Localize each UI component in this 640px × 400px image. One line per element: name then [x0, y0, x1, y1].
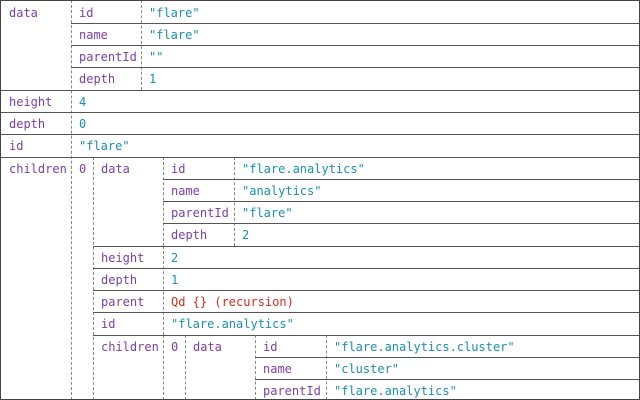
key-parentId[interactable]: parentId: [263, 384, 321, 398]
key-parentId[interactable]: parentId: [79, 50, 137, 64]
key-name[interactable]: name: [171, 184, 200, 198]
key-name[interactable]: name: [263, 362, 292, 376]
key-id[interactable]: id: [171, 162, 186, 176]
value-id: "flare": [79, 139, 130, 153]
value-parent-recursion[interactable]: Qd {} (recursion): [171, 295, 294, 309]
row-divider: [71, 67, 640, 68]
value-depth: 1: [149, 72, 157, 86]
row-divider: [0, 112, 640, 113]
value-height: 4: [79, 95, 87, 109]
key-data[interactable]: data: [101, 162, 130, 176]
array-index[interactable]: 0: [79, 162, 87, 176]
key-name[interactable]: name: [79, 28, 108, 42]
key-parentId[interactable]: parentId: [171, 206, 229, 220]
value-id: "flare.analytics": [171, 317, 294, 331]
row-divider: [255, 357, 640, 358]
key-parent[interactable]: parent: [101, 295, 145, 309]
key-id[interactable]: id: [101, 317, 116, 331]
array-index[interactable]: 0: [171, 340, 179, 354]
value-id: "flare.analytics.cluster": [334, 340, 515, 354]
value-parentId: "flare": [242, 206, 293, 220]
value-parentId: "": [149, 50, 164, 64]
row-divider: [93, 246, 640, 247]
key-depth[interactable]: depth: [79, 72, 116, 86]
column-divider: [326, 335, 327, 400]
row-divider: [0, 134, 640, 135]
key-data[interactable]: data: [193, 340, 222, 354]
value-id: "flare.analytics": [242, 162, 365, 176]
row-divider: [163, 223, 640, 224]
row-divider: [0, 157, 640, 158]
row-divider: [0, 90, 640, 91]
key-depth[interactable]: depth: [101, 273, 138, 287]
row-divider: [71, 45, 640, 46]
value-depth: 2: [242, 228, 250, 242]
row-divider: [163, 201, 640, 202]
value-parentId: "flare.analytics": [334, 384, 457, 398]
row-divider: [71, 23, 640, 24]
key-height[interactable]: height: [9, 95, 53, 109]
value-name: "flare": [149, 28, 200, 42]
column-divider: [163, 335, 164, 400]
row-divider: [93, 312, 640, 313]
value-name: "analytics": [242, 184, 322, 198]
row-divider: [163, 179, 640, 180]
key-depth[interactable]: depth: [9, 117, 46, 131]
key-depth[interactable]: depth: [171, 228, 208, 242]
column-divider: [71, 0, 72, 400]
key-id[interactable]: id: [9, 139, 24, 153]
column-divider: [93, 157, 94, 400]
key-children[interactable]: children: [101, 340, 159, 354]
value-height: 2: [171, 251, 179, 265]
key-height[interactable]: height: [101, 251, 145, 265]
value-name: "cluster": [334, 362, 400, 376]
value-depth: 0: [79, 117, 87, 131]
row-divider: [93, 268, 640, 269]
column-divider: [255, 335, 256, 400]
value-depth: 1: [171, 273, 179, 287]
key-id[interactable]: id: [79, 6, 94, 20]
key-data[interactable]: data: [9, 6, 38, 20]
row-divider: [93, 335, 640, 336]
value-id: "flare": [149, 6, 200, 20]
row-divider: [93, 290, 640, 291]
column-divider: [185, 335, 186, 400]
row-divider: [255, 379, 640, 380]
key-children[interactable]: children: [9, 162, 67, 176]
key-id[interactable]: id: [263, 340, 278, 354]
